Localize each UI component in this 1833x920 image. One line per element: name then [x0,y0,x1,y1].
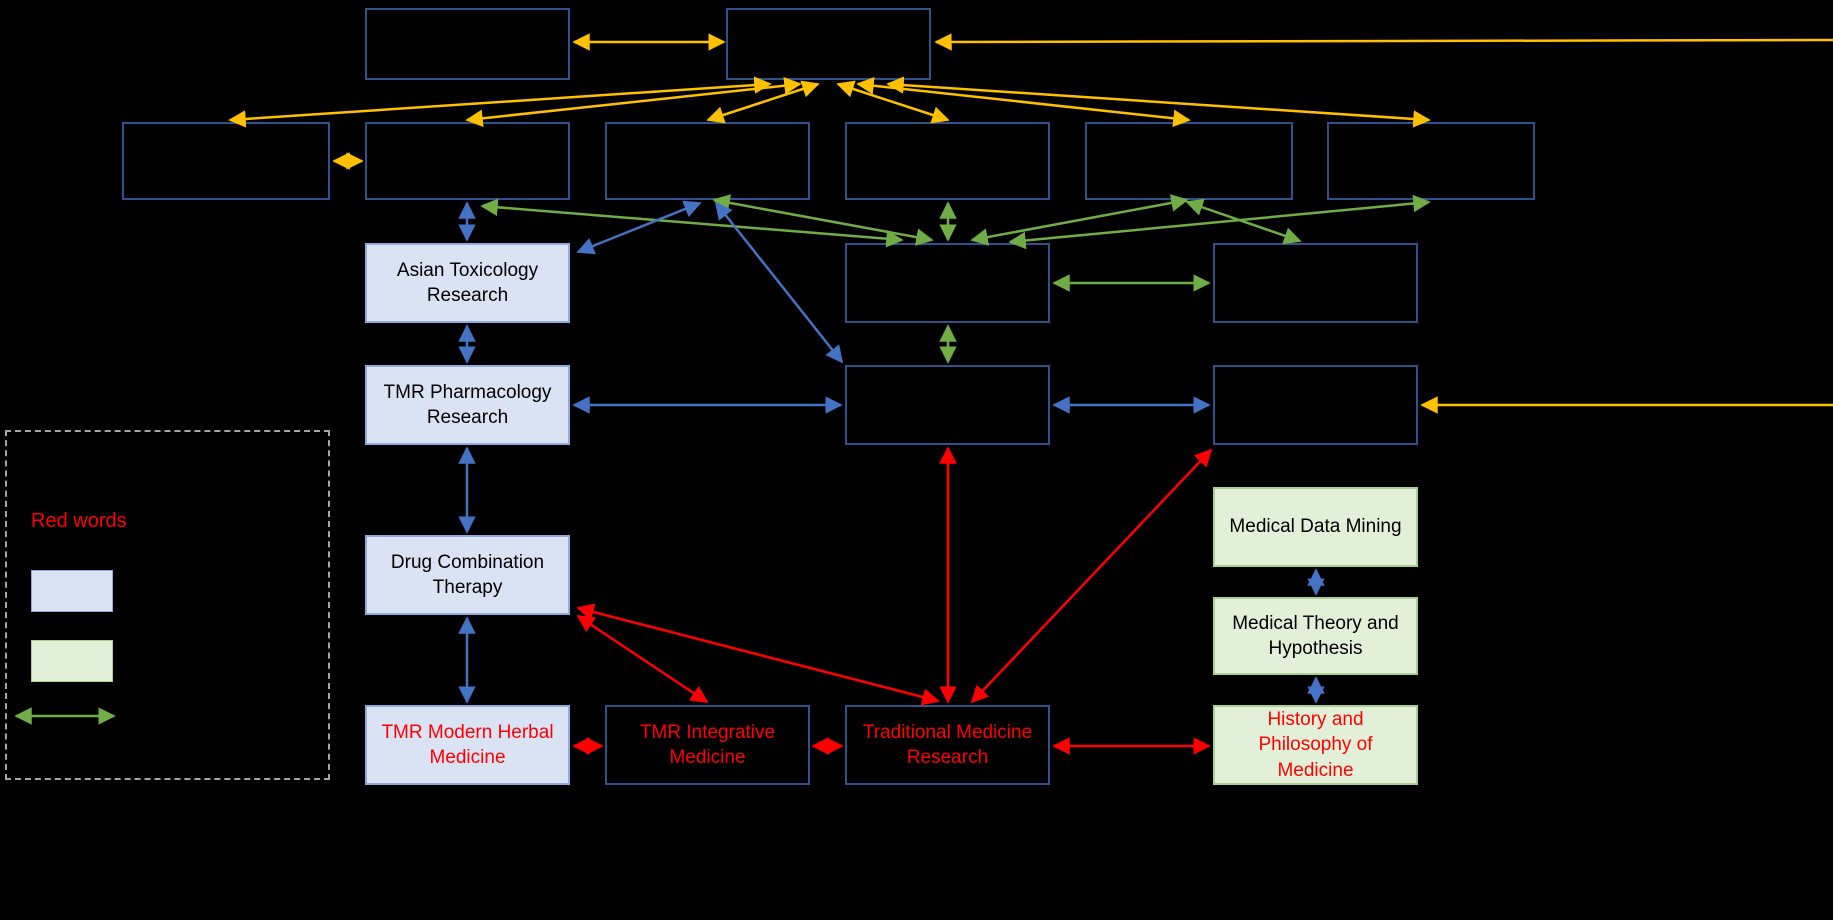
box-label: TMR Pharmacology Research [383,381,552,428]
box-label: Traditional Medicine Research [862,721,1033,768]
arrow-red-row4right-tradmed [970,448,1213,704]
box-label: TMR Modern Herbal Medicine [381,721,554,768]
box-label: Drug Combination Therapy [390,551,545,598]
arrow-orange-top2-row2-6 [886,76,1431,128]
box-label: History and Philosophy of Medicine [1258,709,1373,781]
box-top-1 [365,8,570,80]
legend-red-words-label: Red words [31,510,127,532]
box-top-2 [726,8,931,80]
box-label: Asian Toxicology Research [396,259,539,306]
arrow-green-row2-2-midcenter [480,198,904,248]
arrow-orange-top2-row2-2 [465,76,802,128]
arrow-green-row2-3-midcenter [712,194,934,246]
box-row4-right [1213,365,1418,445]
arrow-red-drugcombo-tradmed [576,603,940,706]
box-medical-theory-and-hypothesis: Medical Theory and Hypothesis [1213,597,1418,675]
box-traditional-medicine-research: Traditional Medicine Research [845,705,1050,785]
box-row2-6 [1327,122,1535,200]
arrow-blue-row2-3-asiantox [576,200,702,255]
arrow-green-row2-5-midright [1185,198,1302,245]
box-history-and-philosophy-of-medicine: History and Philosophy of Medicine [1213,705,1418,785]
arrow-orange-top2-row2-5 [856,77,1191,127]
arrow-orange-top2-row2-1 [228,76,772,128]
arrow-blue-row2-3-row4center [714,201,844,364]
box-drug-combination-therapy: Drug Combination Therapy [365,535,570,615]
arrow-green-row2-5-midcenter [970,194,1189,246]
box-medical-data-mining: Medical Data Mining [1213,487,1418,567]
box-row4-center [845,365,1050,445]
box-tmr-integrative-medicine: TMR Integrative Medicine [605,705,810,785]
box-label: Medical Data Mining [1229,516,1402,538]
box-mid-center [845,243,1050,323]
box-row2-3 [605,122,810,200]
box-label: TMR Integrative Medicine [639,721,776,768]
arrow-orange-top2-row2-3 [706,80,820,124]
legend-green-swatch [31,640,113,682]
arrow-green-row2-6-midcenter [1008,194,1431,250]
arrow-orange-rightedge-top2 [934,33,1833,51]
box-tmr-pharmacology-research: TMR Pharmacology Research [365,365,570,445]
box-row2-1 [122,122,330,200]
box-row2-2 [365,122,570,200]
legend: Red words [5,430,330,780]
box-tmr-modern-herbal-medicine: TMR Modern Herbal Medicine [365,705,570,785]
box-label: Medical Theory and Hypothesis [1232,612,1399,659]
box-mid-right [1213,243,1418,323]
arrow-red-drugcombo-integrative [576,614,709,704]
box-asian-toxicology-research: Asian Toxicology Research [365,243,570,323]
legend-lavender-swatch [31,570,113,612]
box-row2-4 [845,122,1050,200]
box-row2-5 [1085,122,1293,200]
arrow-orange-top2-row2-4 [836,80,950,124]
